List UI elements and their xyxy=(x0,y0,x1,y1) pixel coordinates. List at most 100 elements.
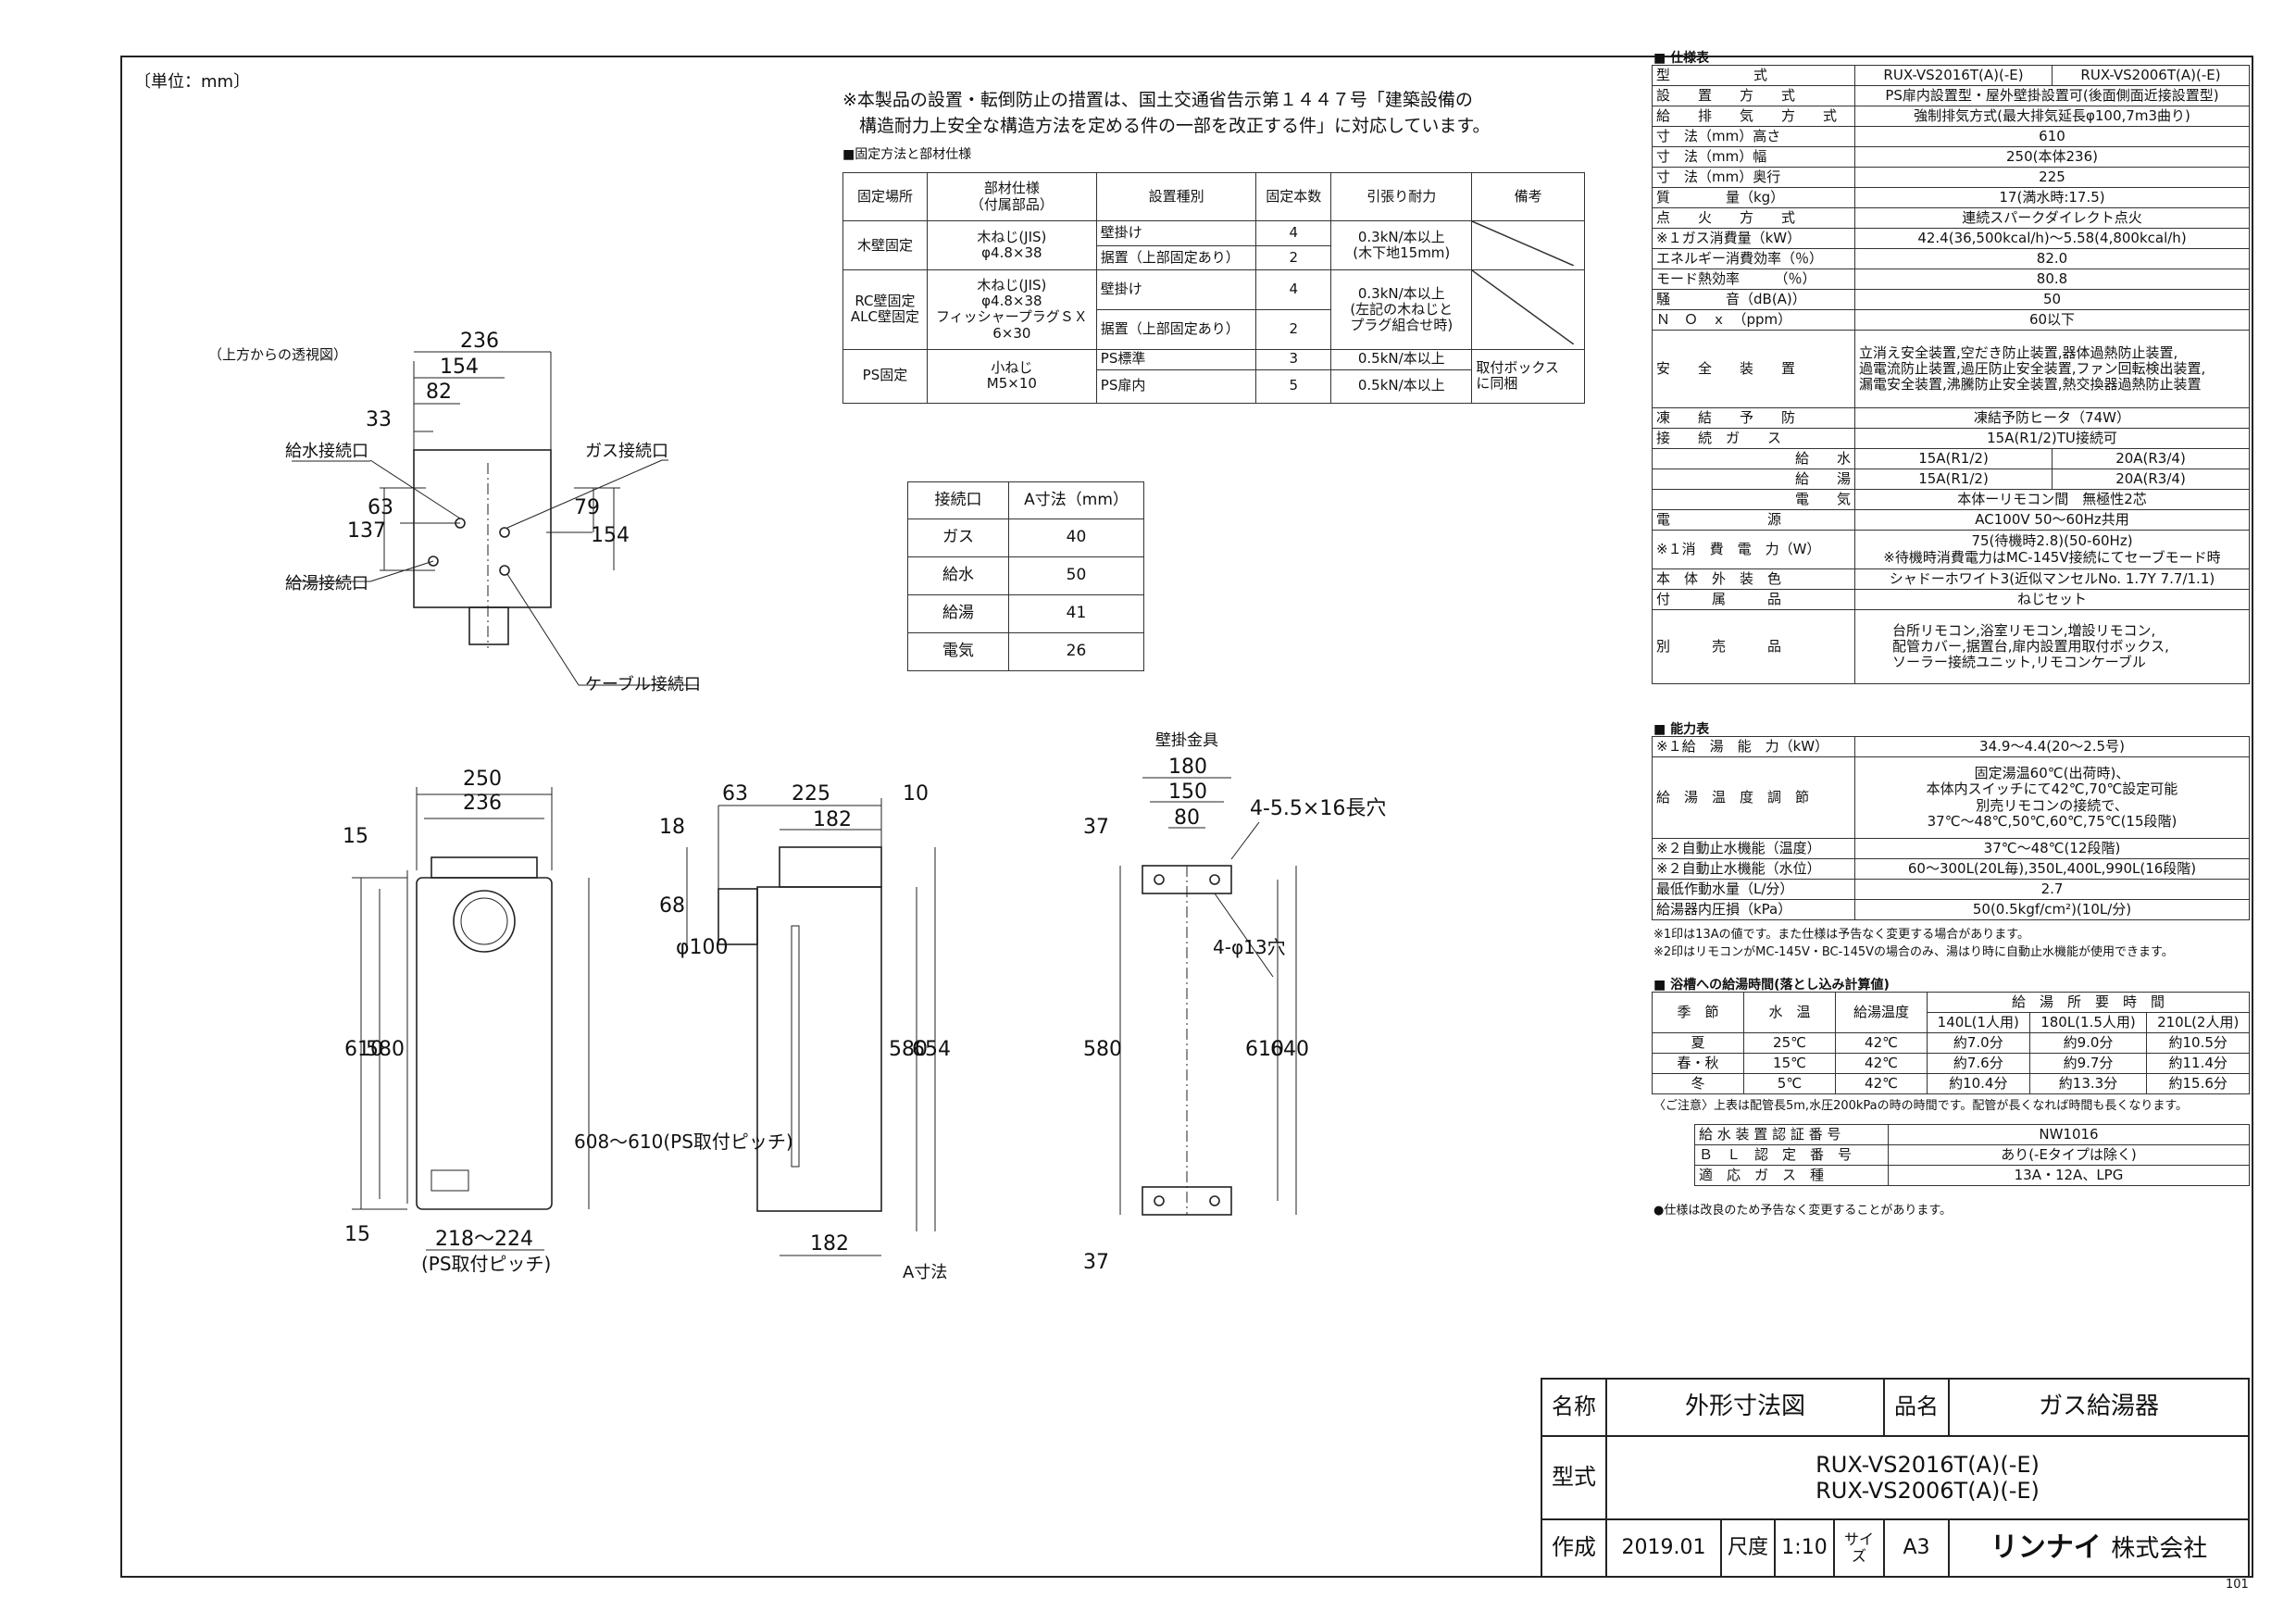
fix-cell: 0.3kN/本以上 (左記の木ねじと プラグ組合せ時) xyxy=(1330,269,1473,350)
cert-label: 給 水 装 置 認 証 番 号 xyxy=(1694,1124,1889,1145)
fix-cell: PS標準 xyxy=(1095,348,1257,370)
dim-text: 4-5.5×16長穴 xyxy=(1250,797,1386,820)
fix-header: 備考 xyxy=(1471,172,1585,221)
conn-cell: 26 xyxy=(1008,632,1144,671)
ability-notes: ※1印は13Aの値です。また仕様は予告なく変更する場合があります。※2印はリモコ… xyxy=(1653,928,2174,959)
spec-label: 安 全 装 置 xyxy=(1652,330,1855,408)
dim-text: 154 xyxy=(440,356,479,379)
dim-text: 79 xyxy=(574,496,600,519)
bath-cell: 42℃ xyxy=(1835,1073,1928,1094)
bath-cell: 42℃ xyxy=(1835,1032,1928,1054)
dim-text: 137 xyxy=(347,519,386,543)
spec-value: AC100V 50〜60Hz共用 xyxy=(1854,509,2250,531)
dim-text: 150 xyxy=(1168,781,1207,804)
dim-text: 182 xyxy=(810,1232,849,1255)
spec-value: 225 xyxy=(1854,167,2250,188)
dim-text: 15 xyxy=(344,1223,370,1246)
tb-label: サイズ xyxy=(1833,1518,1885,1578)
spec-label: 別 売 品 xyxy=(1652,609,1855,684)
spec-value: 連続スパークダイレクト点火 xyxy=(1854,207,2250,229)
tb-label: 名称 xyxy=(1541,1378,1607,1437)
spec-label: 電 源 xyxy=(1652,509,1855,531)
ability-value: 37℃〜48℃(12段階) xyxy=(1854,838,2250,859)
spec-value: RUX-VS2016T(A)(-E) xyxy=(1854,65,2053,86)
fix-cell: 取付ボックス に同梱 xyxy=(1471,348,1585,404)
ability-label: ※１給 湯 能 力（kW） xyxy=(1652,736,1855,757)
dim-text: 37 xyxy=(1083,816,1109,839)
ability-label: ※２自動止水機能（水位） xyxy=(1652,858,1855,880)
bath-header: 給 湯 所 要 時 間 xyxy=(1927,992,2250,1013)
fix-cell: PS固定 xyxy=(842,348,928,404)
conn-cell: ガス xyxy=(907,518,1009,557)
bracket-title: 壁掛金具 xyxy=(1155,731,1218,750)
spec-value: 15A(R1/2) xyxy=(1854,468,2053,490)
bath-title: ■ 浴槽への給湯時間(落とし込み計算値) xyxy=(1653,978,1890,993)
dim-text: 236 xyxy=(460,330,499,353)
conn-header: A寸法（mm） xyxy=(1008,481,1144,519)
bath-cell: 約11.4分 xyxy=(2146,1053,2250,1074)
side-view xyxy=(686,798,936,1256)
fix-cell: 0.5kN/本以上 xyxy=(1330,369,1473,404)
safety-list: 立消え安全装置,空だき防止装置,器体過熱防止装置,過電流防止装置,過圧防止安全装… xyxy=(1854,330,2250,408)
bath-cell: 25℃ xyxy=(1743,1032,1836,1054)
spec-title: ■ 仕様表 xyxy=(1653,51,1710,66)
conn-group: 接 続 ガ ス xyxy=(1652,428,1855,449)
spec-label: 寸 法（mm）奥行 xyxy=(1652,167,1855,188)
notice: ※本製品の設置・転倒防止の措置は、国土交通省告示第１４４７号「建築設備の 構造耐… xyxy=(842,90,1491,136)
drawing-frame xyxy=(120,56,2253,1578)
fix-cell: 壁掛け xyxy=(1095,269,1257,310)
dim-text: 82 xyxy=(426,381,452,404)
spec-label: 寸 法（mm）幅 xyxy=(1652,146,1855,168)
spec-label: ※１消 費 電 力（W） xyxy=(1652,530,1855,569)
bath-cell: 約10.4分 xyxy=(1927,1073,2030,1094)
spec-note: ●仕様は改良のため予告なく変更することがあります。 xyxy=(1653,1204,1953,1218)
tb-label: 型式 xyxy=(1541,1435,1607,1520)
ability-label: ※２自動止水機能（温度） xyxy=(1652,838,1855,859)
tb-date: 2019.01 xyxy=(1605,1518,1722,1578)
fix-cell: 小ねじ M5×10 xyxy=(926,348,1097,404)
dim-text: 68 xyxy=(659,894,685,918)
dim-text: 610 xyxy=(344,1038,383,1061)
dim-text: 15 xyxy=(343,825,368,848)
bath-header: 180L(1.5人用) xyxy=(2028,1012,2148,1033)
conn-cell: 41 xyxy=(1008,594,1144,633)
dim-text: A寸法 xyxy=(903,1263,947,1282)
ability-value: 34.9〜4.4(20〜2.5号) xyxy=(1854,736,2250,757)
spec-label: 型 式 xyxy=(1652,65,1855,86)
ability-value: 60〜300L(20L毎),350L,400L,990L(16段階) xyxy=(1854,858,2250,880)
spec-value: 42.4(36,500kcal/h)〜5.58(4,800kcal/h) xyxy=(1854,228,2250,249)
conn-cell: 給水 xyxy=(907,556,1009,595)
page-number: 101 xyxy=(2226,1578,2249,1592)
fix-cell: RC壁固定 ALC壁固定 xyxy=(842,269,928,350)
spec-label: 凍 結 予 防 xyxy=(1652,407,1855,429)
fix-cell: PS扉内 xyxy=(1095,369,1257,404)
spec-label: エネルギー消費効率（％） xyxy=(1652,248,1855,269)
spec-label: 給 水 xyxy=(1652,448,1855,469)
dim-text: 182 xyxy=(813,808,852,831)
tb-company: リンナイ 株式会社 xyxy=(1948,1518,2250,1578)
spec-label: 点 火 方 式 xyxy=(1652,207,1855,229)
dim-text: 610 xyxy=(1245,1038,1284,1061)
conn-cell: 50 xyxy=(1008,556,1144,595)
tb-models: RUX-VS2016T(A)(-E)RUX-VS2006T(A)(-E) xyxy=(1605,1435,2250,1520)
bath-header: 給湯温度 xyxy=(1835,992,1928,1033)
sold-list: 台所リモコン,浴室リモコン,増設リモコン,配管カバー,据置台,扉内設置用取付ボッ… xyxy=(1854,609,2250,684)
conn-cell: 給湯 xyxy=(907,594,1009,633)
spec-label: 騒 音（dB(A)） xyxy=(1652,289,1855,310)
spec-value: ねじセット xyxy=(1854,589,2250,610)
ability-table: ※１給 湯 能 力（kW）34.9〜4.4(20〜2.5号) 給 湯 温 度 調… xyxy=(1652,736,2250,920)
ability-value: 固定湯温60℃(出荷時)、 本体内スイッチにて42℃,70℃設定可能 別売リモコ… xyxy=(1854,756,2250,839)
dim-text: 250 xyxy=(463,768,502,791)
spec-value: シャドーホワイト3(近似マンセルNo. 1.7Y 7.7/1.1) xyxy=(1854,568,2250,590)
dim-text: 10 xyxy=(903,782,929,806)
dim-text: 37 xyxy=(1083,1251,1109,1274)
fix-cell: 木壁固定 xyxy=(842,219,928,271)
conn-cell: 電気 xyxy=(907,632,1009,671)
tb-label: 品名 xyxy=(1883,1378,1950,1437)
fix-header: 設置種別 xyxy=(1095,172,1257,221)
spec-label: Ｎ Ｏ ｘ （ppm） xyxy=(1652,309,1855,331)
dim-text: 580 xyxy=(366,1038,405,1061)
fix-title: ■固定方法と部材仕様 xyxy=(842,147,972,162)
bath-cell: 15℃ xyxy=(1743,1053,1836,1074)
